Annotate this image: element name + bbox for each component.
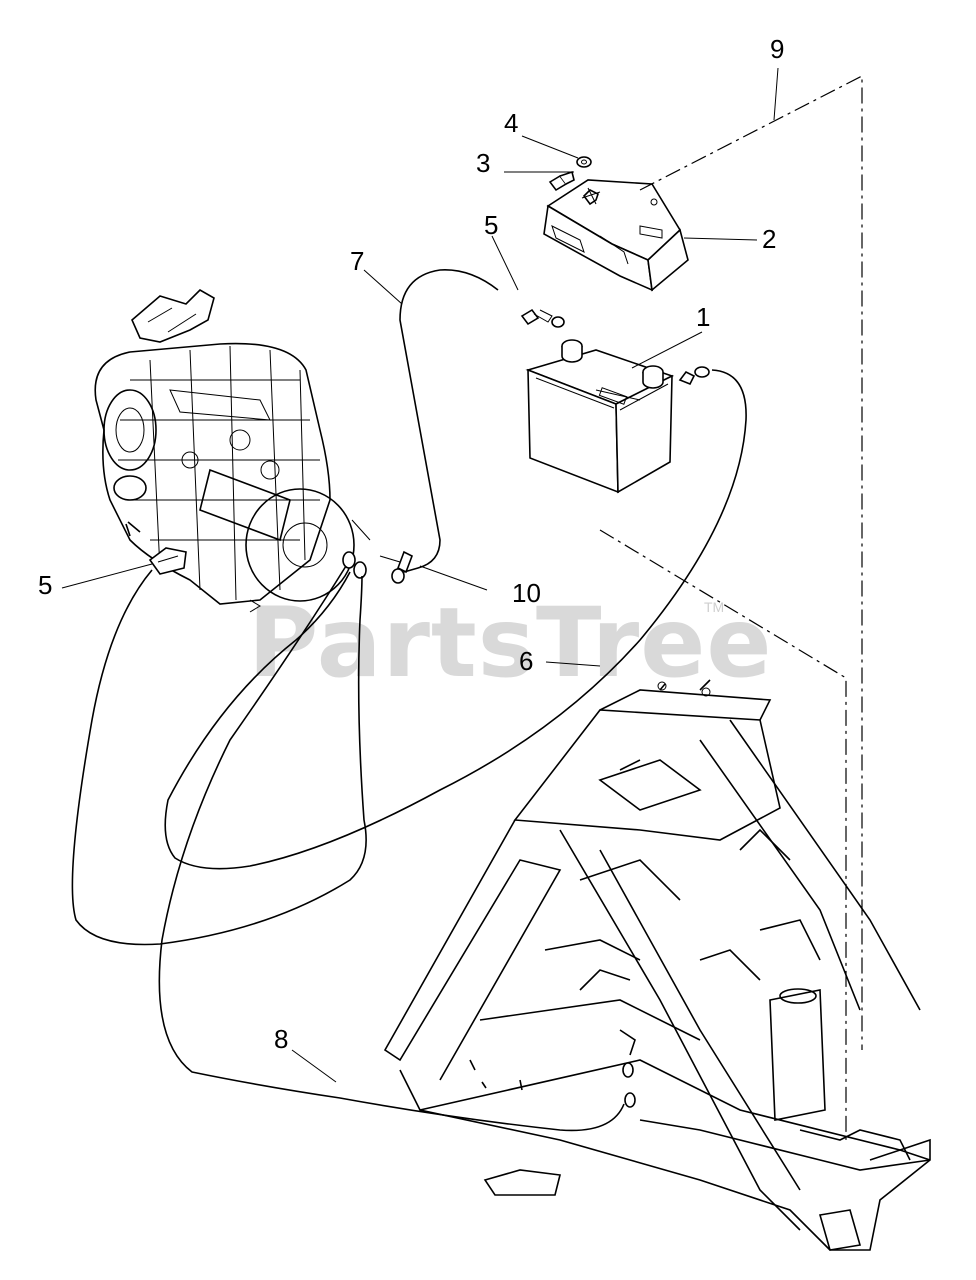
- watermark-trademark: TM: [704, 599, 724, 615]
- leader-lines: [61, 67, 779, 1083]
- callout-1: 1: [696, 302, 710, 332]
- watermark-text: PartsTree: [248, 587, 772, 699]
- engine-assembly: [94, 289, 355, 613]
- terminal-bolt: [520, 308, 710, 386]
- reference-lines: [351, 75, 863, 1140]
- callout-8: 8: [274, 1024, 288, 1054]
- callout-6: 6: [519, 646, 533, 676]
- frame-assembly: [383, 679, 931, 1251]
- battery-cover: [543, 179, 689, 292]
- ring-terminals: [342, 550, 636, 1108]
- washer: [576, 156, 592, 168]
- callout-5-top: 5: [484, 210, 498, 240]
- callout-2: 2: [762, 224, 776, 254]
- bolt: [548, 170, 575, 192]
- callout-5-left: 5: [38, 570, 52, 600]
- callout-10: 10: [512, 578, 541, 608]
- starter-terminal: [148, 547, 187, 575]
- callout-4: 4: [504, 108, 518, 138]
- callout-9: 9: [770, 34, 784, 64]
- callout-7: 7: [350, 246, 364, 276]
- battery: [525, 339, 675, 494]
- callout-3: 3: [476, 148, 490, 178]
- cables: [71, 269, 747, 1132]
